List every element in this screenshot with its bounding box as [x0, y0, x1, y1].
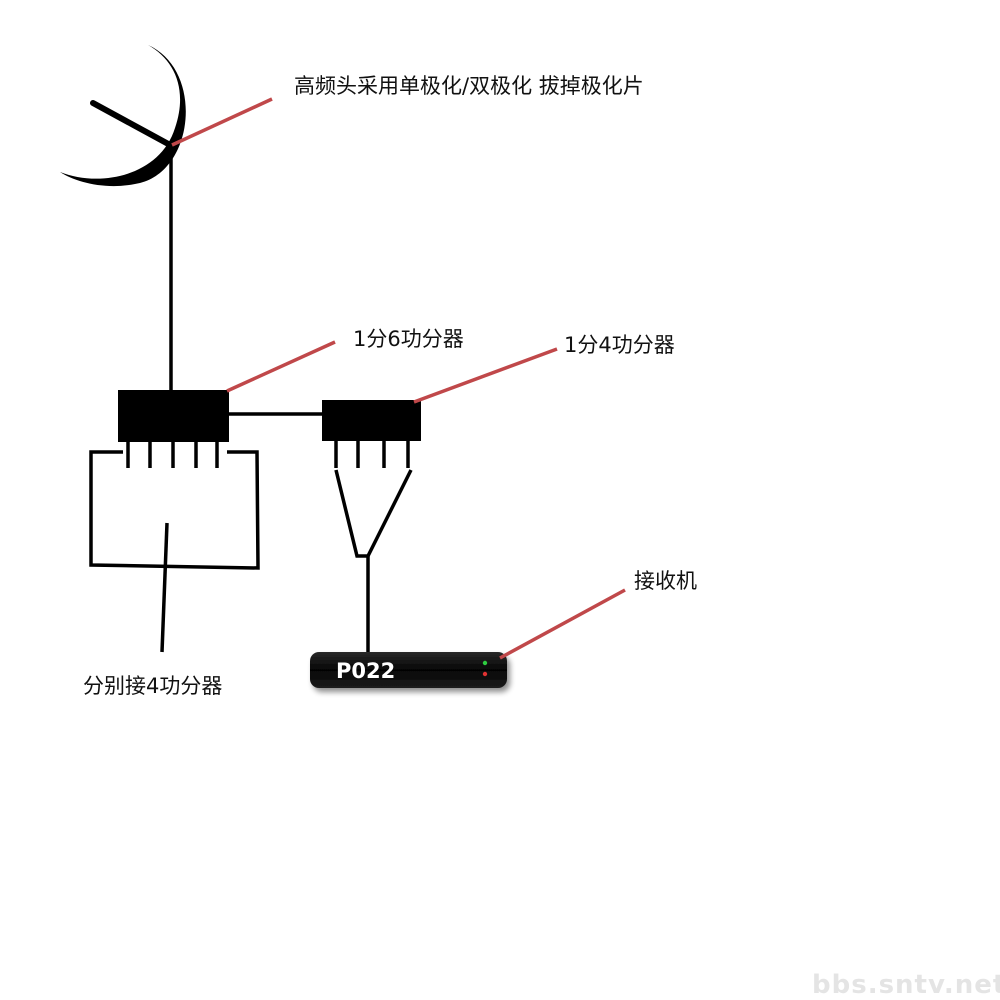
label-branches: 分别接4功分器 [83, 674, 222, 698]
label-lnb: 高频头采用单极化/双极化 拔掉极化片 [294, 74, 644, 98]
status-led-red-icon [482, 671, 488, 677]
status-led-green-icon [482, 660, 488, 666]
leader-splitter4 [413, 347, 558, 404]
branch-outputs [89, 450, 260, 653]
leader-lnb [171, 97, 273, 147]
leader-receiver [499, 588, 626, 660]
splitter-1to6 [118, 390, 229, 468]
receiver-model: P022 [336, 659, 395, 683]
receiver-device: P022 [310, 652, 507, 688]
label-receiver: 接收机 [634, 569, 697, 593]
leader-splitter6 [226, 340, 336, 393]
satellite-dish-icon [60, 45, 186, 187]
label-splitter6: 1分6功分器 [353, 327, 464, 351]
label-splitter4: 1分4功分器 [564, 333, 675, 357]
watermark: bbs.sntv.net [812, 970, 1000, 1000]
splitter-1to4 [322, 400, 421, 655]
